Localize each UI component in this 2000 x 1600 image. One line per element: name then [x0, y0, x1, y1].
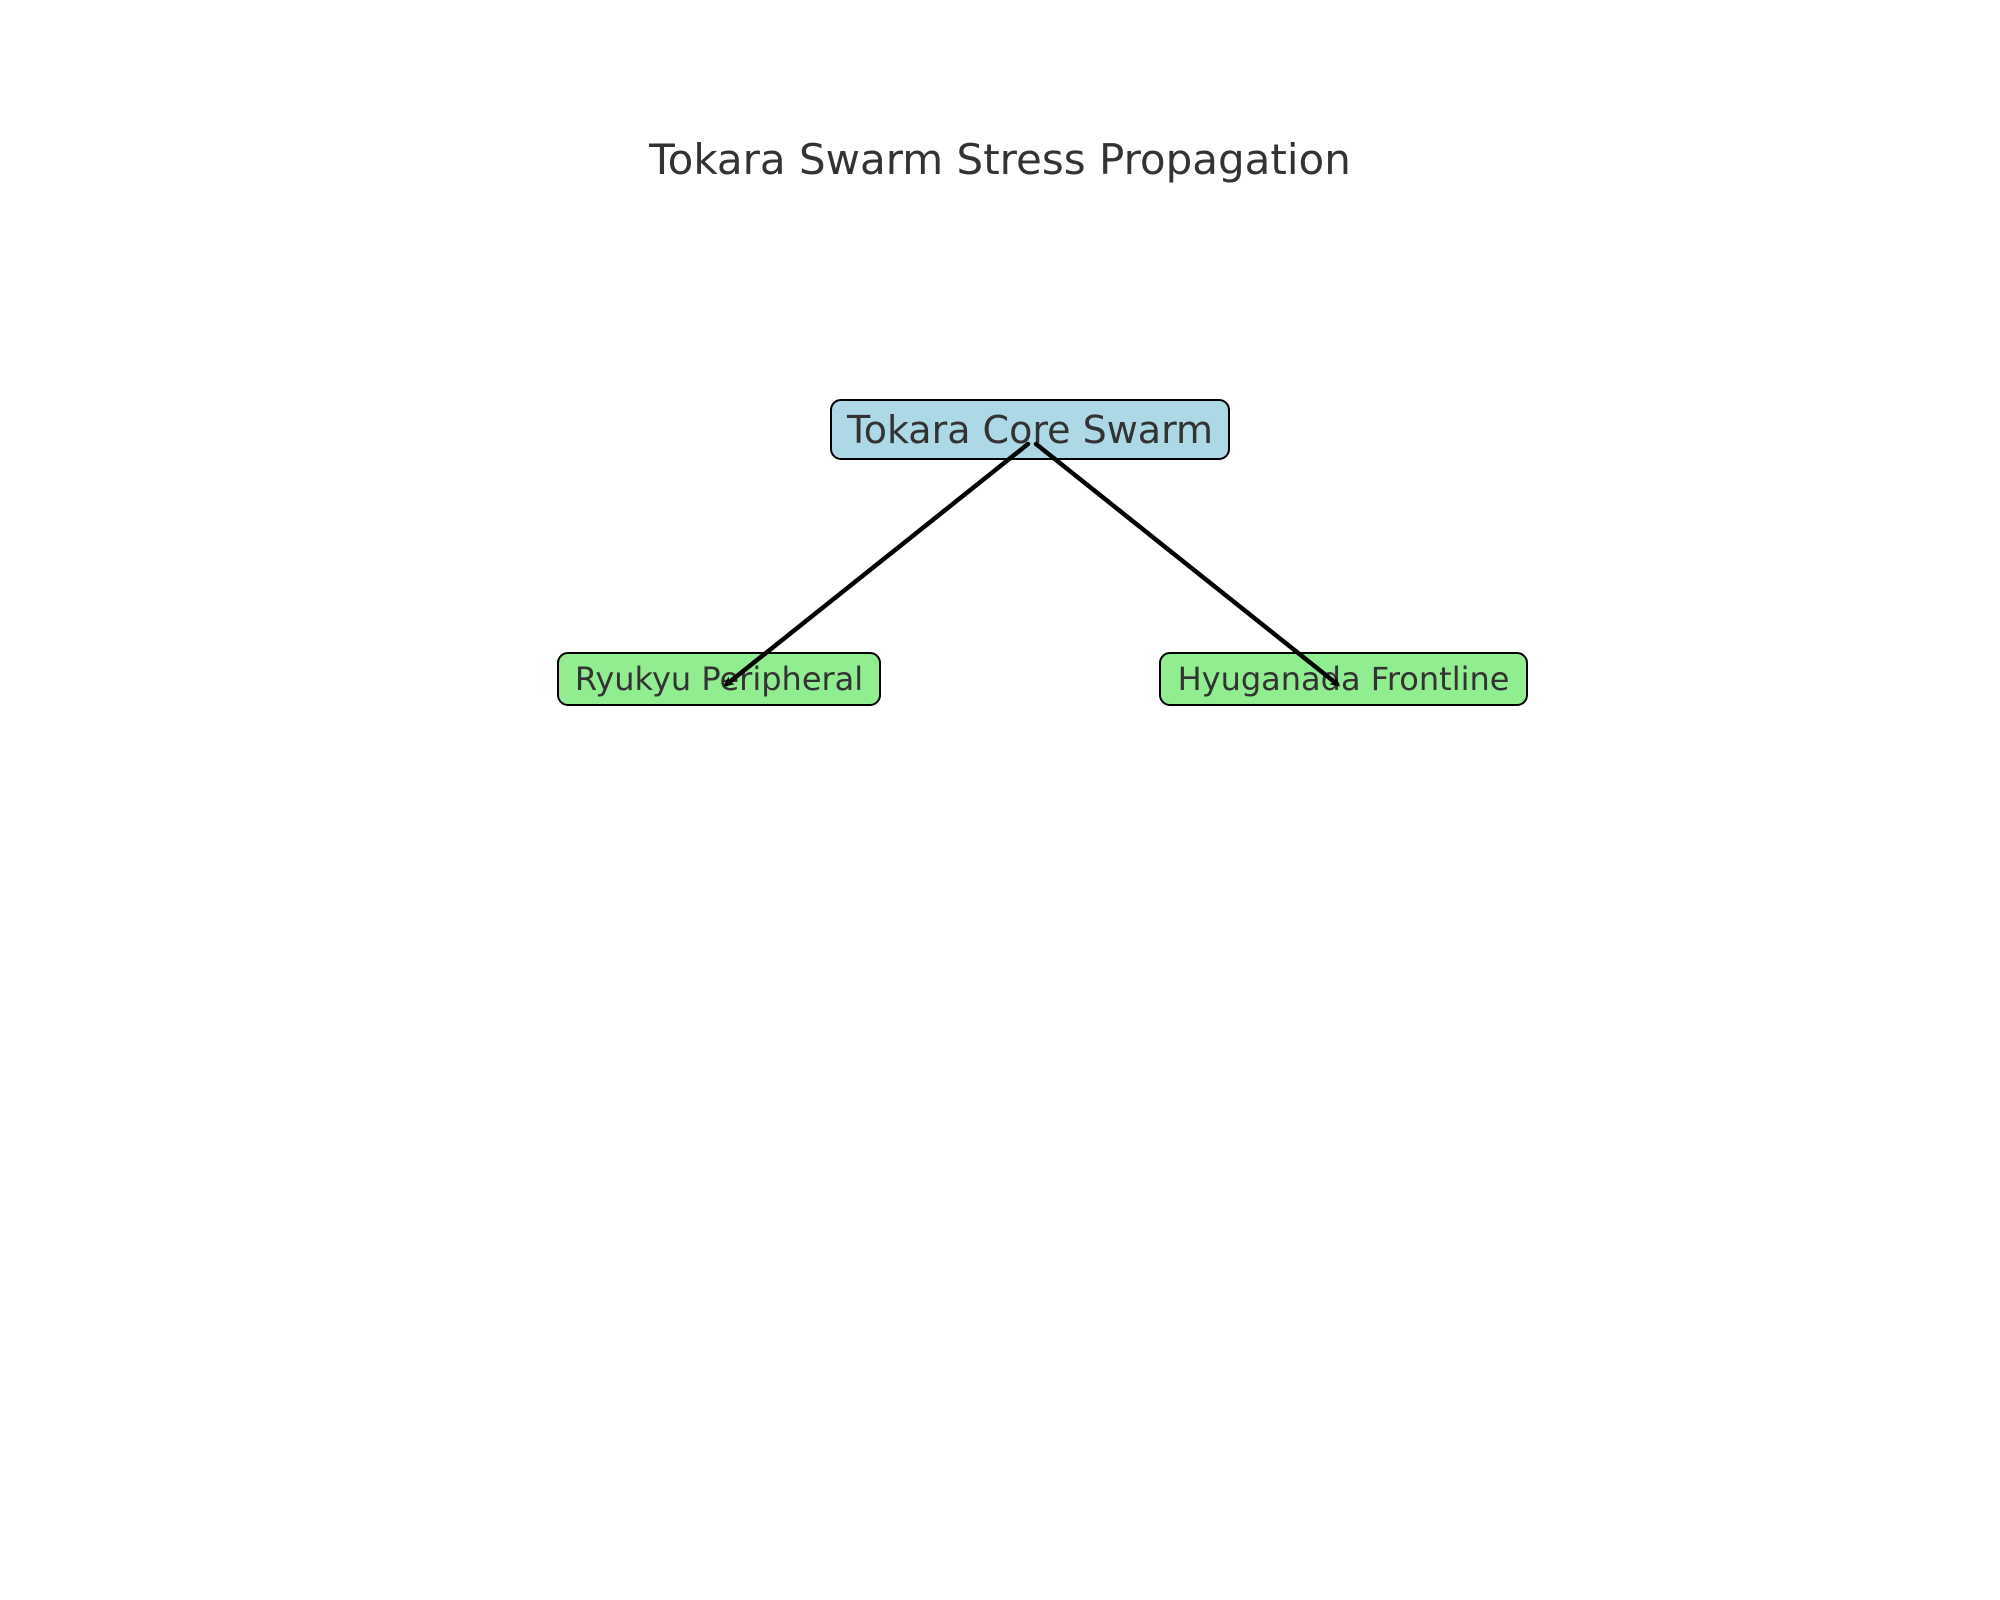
edge-core-to-ryukyu [723, 441, 1031, 687]
edge-core-to-hyuganada [1033, 441, 1341, 687]
diagram-title: Tokara Swarm Stress Propagation [649, 135, 1351, 184]
node-hyuganada-frontline: Hyuganada Frontline [1159, 652, 1528, 706]
node-ryukyu-peripheral: Ryukyu Peripheral [557, 652, 881, 706]
node-tokara-core-swarm: Tokara Core Swarm [830, 399, 1230, 460]
node-label: Tokara Core Swarm [846, 407, 1214, 452]
node-label: Hyuganada Frontline [1177, 660, 1510, 698]
node-label: Ryukyu Peripheral [574, 660, 864, 698]
